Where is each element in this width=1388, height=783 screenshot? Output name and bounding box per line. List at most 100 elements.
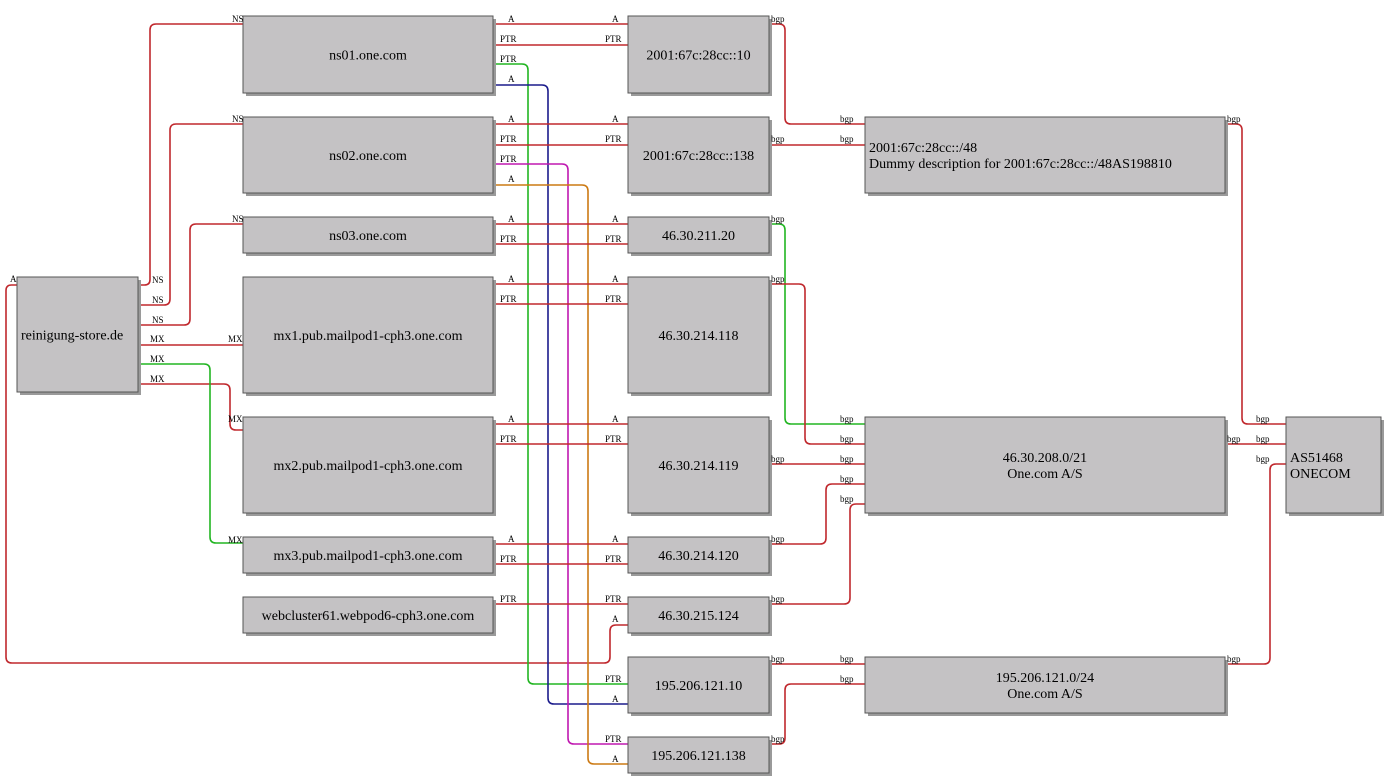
edge-label-ns-start: NS xyxy=(152,315,164,325)
edge-label-ptr-start: PTR xyxy=(500,434,517,444)
node-mx3[interactable]: mx3.pub.mailpod1-cph3.one.com xyxy=(242,536,496,576)
edge-label-a-end: A xyxy=(612,274,619,284)
edge-label-ptr-start: PTR xyxy=(500,554,517,564)
edge-label-a-end: A xyxy=(612,754,619,764)
node-box xyxy=(242,536,494,574)
edge-label-a-end: A xyxy=(612,114,619,124)
node-box xyxy=(242,15,494,94)
edge-label-ptr-end: PTR xyxy=(605,234,622,244)
node-box xyxy=(627,656,770,714)
edge-label-ns-end: NS xyxy=(232,14,244,24)
node-mx2[interactable]: mx2.pub.mailpod1-cph3.one.com xyxy=(242,416,496,516)
node-label-line: ns03.one.com xyxy=(329,229,407,244)
edge-label-ptr-end: PTR xyxy=(605,434,622,444)
node-label-line: 46.30.215.124 xyxy=(658,609,739,624)
node-box xyxy=(627,596,770,634)
node-box xyxy=(627,116,770,194)
node-box xyxy=(627,736,770,774)
node-ip_v6_138[interactable]: 2001:67c:28cc::138 xyxy=(627,116,772,196)
edge-pfx_v6-as51468-bgp xyxy=(1225,123,1286,425)
edge-label-ns-start: NS xyxy=(152,295,164,305)
node-ip_214_118[interactable]: 46.30.214.118 xyxy=(627,276,772,396)
node-box xyxy=(242,116,494,194)
node-webcluster[interactable]: webcluster61.webpod6-cph3.one.com xyxy=(242,596,496,636)
node-ns03[interactable]: ns03.one.com xyxy=(242,216,496,256)
edge-label-bgp-start: bgp xyxy=(771,134,785,144)
node-ip_121_138[interactable]: 195.206.121.138 xyxy=(627,736,772,776)
edge-ns01-ip_121_10-ptr xyxy=(493,63,628,685)
edge-label-a-end: A xyxy=(612,414,619,424)
edge-label-bgp-end: bgp xyxy=(1256,454,1270,464)
edge-pfx_121-as51468-bgp xyxy=(1225,463,1286,665)
node-label-line: ONECOM xyxy=(1290,467,1351,482)
node-ns02[interactable]: ns02.one.com xyxy=(242,116,496,196)
node-label-line: 2001:67c:28cc::/48 xyxy=(869,141,977,156)
node-box xyxy=(864,416,1226,514)
node-label-line: 195.206.121.10 xyxy=(655,679,743,694)
edges-layer xyxy=(5,23,1286,765)
edge-ns02-ip_121_138-ptr xyxy=(493,163,628,745)
edge-label-bgp-end: bgp xyxy=(840,414,854,424)
node-ip_v6_10[interactable]: 2001:67c:28cc::10 xyxy=(627,15,772,96)
node-ns01[interactable]: ns01.one.com xyxy=(242,15,496,96)
edge-label-a-start: A xyxy=(508,74,515,84)
edge-label-a-end: A xyxy=(612,614,619,624)
node-label-line: One.com A/S xyxy=(1007,467,1082,482)
node-label-line: reinigung-store.de xyxy=(21,329,123,344)
node-mx1[interactable]: mx1.pub.mailpod1-cph3.one.com xyxy=(242,276,496,396)
node-box xyxy=(16,276,139,393)
edge-label-mx-start: MX xyxy=(150,374,165,384)
node-reinigung[interactable]: reinigung-store.de xyxy=(16,276,141,395)
edge-label-a-start: A xyxy=(508,274,515,284)
node-label-line: mx1.pub.mailpod1-cph3.one.com xyxy=(274,329,463,344)
node-label-line: mx2.pub.mailpod1-cph3.one.com xyxy=(274,459,463,474)
edge-label-bgp-start: bgp xyxy=(1227,654,1241,664)
edge-label-ptr-start: PTR xyxy=(500,54,517,64)
edge-label-a-start: A xyxy=(508,174,515,184)
edge-label-bgp-end: bgp xyxy=(840,454,854,464)
edge-label-ns-start: NS xyxy=(152,275,164,285)
edge-label-bgp-end: bgp xyxy=(1256,414,1270,424)
edge-label-bgp-end: bgp xyxy=(840,434,854,444)
edge-label-ptr-end: PTR xyxy=(605,734,622,744)
node-box xyxy=(1285,416,1382,514)
edge-label-a-start: A xyxy=(508,534,515,544)
node-box xyxy=(627,416,770,514)
edge-label-mx-end: MX xyxy=(228,535,243,545)
node-label-line: 46.30.214.119 xyxy=(659,459,739,474)
node-label-line: ns01.one.com xyxy=(329,49,407,64)
node-ip_215_124[interactable]: 46.30.215.124 xyxy=(627,596,772,636)
edge-ns01-ip_121_10-a xyxy=(493,84,628,705)
edge-label-a-start: A xyxy=(508,14,515,24)
edge-ip_214_118-pfx_208-bgp xyxy=(769,283,865,445)
edge-ns02-ip_121_138-a xyxy=(493,184,628,765)
edge-label-ptr-end: PTR xyxy=(605,34,622,44)
edge-ip_211_20-pfx_208-bgp xyxy=(769,223,865,425)
edge-label-bgp-start: bgp xyxy=(771,454,785,464)
edge-label-bgp-end: bgp xyxy=(840,654,854,664)
edge-label-ptr-end: PTR xyxy=(605,294,622,304)
node-ip_121_10[interactable]: 195.206.121.10 xyxy=(627,656,772,716)
edge-reinigung-ip_215_124-a xyxy=(5,284,628,664)
node-label-line: 195.206.121.138 xyxy=(651,749,746,764)
node-ip_211_20[interactable]: 46.30.211.20 xyxy=(627,216,772,256)
node-box xyxy=(242,276,494,394)
node-label-line: 46.30.208.0/21 xyxy=(1003,451,1087,466)
edge-label-bgp-end: bgp xyxy=(840,134,854,144)
node-box xyxy=(864,116,1226,194)
node-label-line: 195.206.121.0/24 xyxy=(996,671,1094,686)
edge-label-mx-end: MX xyxy=(228,334,243,344)
node-ip_214_120[interactable]: 46.30.214.120 xyxy=(627,536,772,576)
edge-label-ptr-end: PTR xyxy=(605,134,622,144)
edge-label-a-end: A xyxy=(612,214,619,224)
edge-label-bgp-end: bgp xyxy=(1256,434,1270,444)
edge-reinigung-mx2-mx xyxy=(139,383,243,431)
node-ip_214_119[interactable]: 46.30.214.119 xyxy=(627,416,772,516)
node-label-line: 46.30.214.118 xyxy=(659,329,739,344)
node-box xyxy=(242,416,494,514)
node-label-line: Dummy description for 2001:67c:28cc::/48… xyxy=(869,157,1172,172)
